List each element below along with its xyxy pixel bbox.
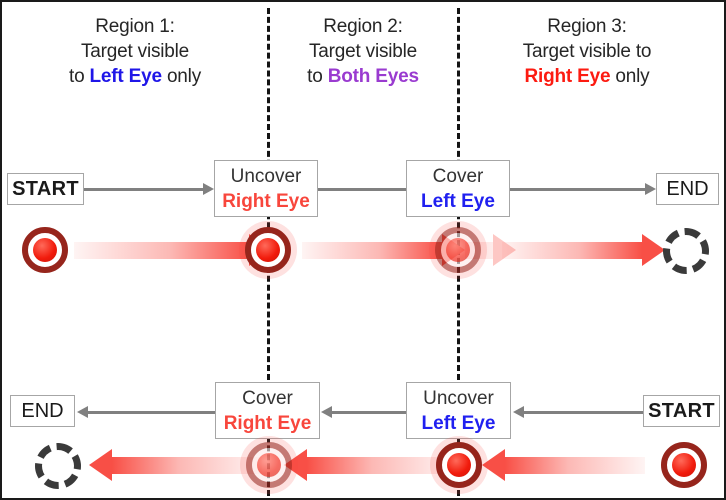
region-1-emphasis: Left Eye <box>89 66 163 87</box>
target-outer-ring <box>435 227 481 273</box>
top-step-1-action: Uncover <box>230 165 302 187</box>
top-end-box[interactable]: END <box>656 173 719 205</box>
bullseye-target-icon <box>240 436 298 494</box>
bottom-step-1-eye: Right Eye <box>223 412 312 434</box>
target-center-dot <box>447 453 471 477</box>
region-3-emphasis: Right Eye <box>524 66 611 87</box>
bottom-step-2-eye: Left Eye <box>421 412 496 434</box>
top-connector-uncover-to-cover <box>317 183 418 195</box>
bullseye-target-icon <box>22 227 68 273</box>
top-start-label: START <box>12 177 79 200</box>
bullseye-target-icon <box>239 221 297 279</box>
arrowhead-left-icon <box>321 406 332 418</box>
bullseye-target-icon <box>430 436 488 494</box>
top-motion-band-region3 <box>502 234 665 266</box>
arrowhead-right-icon <box>203 183 214 195</box>
bottom-step-cover-right-eye[interactable]: Cover Right Eye <box>215 382 320 439</box>
bottom-end-box[interactable]: END <box>10 395 75 427</box>
bottom-step-1-action: Cover <box>242 387 293 409</box>
bottom-connector-uncover-to-cover <box>321 406 407 418</box>
region-1-line2: Target visible <box>80 41 190 62</box>
top-connector-cover-to-end <box>509 183 656 195</box>
dashed-ghost-target-icon <box>663 228 709 274</box>
bottom-connector-start-to-uncover <box>513 406 648 418</box>
region-1-title: Region 1: <box>95 16 175 37</box>
region-3-title: Region 3: <box>547 16 627 37</box>
top-step-cover-left-eye[interactable]: Cover Left Eye <box>406 160 510 217</box>
band-shaft <box>307 457 452 474</box>
region-header-1: Region 1: Target visible to Left Eye onl… <box>20 14 250 89</box>
target-center-dot <box>257 453 281 477</box>
bottom-motion-band-region3 <box>482 449 645 481</box>
bottom-connector-cover-to-end <box>77 406 215 418</box>
top-step-2-action: Cover <box>432 165 484 187</box>
top-step-2-eye: Left Eye <box>421 190 495 212</box>
arrowhead-left-icon <box>77 406 88 418</box>
top-step-uncover-right-eye[interactable]: Uncover Right Eye <box>214 160 318 217</box>
region-2-line3-pre: to <box>307 66 328 87</box>
region-3-line2: Target visible to <box>522 41 652 62</box>
target-center-dot <box>446 238 470 262</box>
top-motion-band-region1 <box>74 234 272 266</box>
band-shaft <box>502 242 642 259</box>
bottom-start-label: START <box>648 399 715 422</box>
band-shaft <box>302 242 442 259</box>
bullseye-target-icon <box>429 221 487 279</box>
band-arrowhead-right-icon <box>642 234 665 266</box>
bottom-motion-band-region1 <box>89 449 262 481</box>
region-header-2: Region 2: Target visible to Both Eyes <box>274 14 452 89</box>
region-2-title: Region 2: <box>323 16 403 37</box>
bottom-step-2-action: Uncover <box>423 387 494 409</box>
top-step-1-eye: Right Eye <box>222 190 310 212</box>
bottom-end-label: END <box>21 399 64 422</box>
region-3-line3: Right Eye only <box>464 64 710 89</box>
target-center-dot <box>33 238 57 262</box>
region-2-emphasis: Both Eyes <box>327 66 419 87</box>
dashed-ghost-target-icon <box>35 443 81 489</box>
region-3-line3-post: only <box>610 66 650 87</box>
bottom-step-uncover-left-eye[interactable]: Uncover Left Eye <box>406 382 511 439</box>
region-2-line2: Target visible <box>308 41 418 62</box>
band-arrowhead-left-icon <box>89 449 112 481</box>
top-motion-band-region2 <box>302 234 465 266</box>
bullseye-target-icon <box>661 442 707 488</box>
region-header-3: Region 3: Target visible to Right Eye on… <box>464 14 710 89</box>
top-end-label: END <box>666 177 709 200</box>
top-connector-start-to-uncover <box>84 183 214 195</box>
target-center-dot <box>256 238 280 262</box>
target-center-dot <box>672 453 696 477</box>
band-shaft <box>112 457 262 474</box>
top-start-box[interactable]: START <box>7 173 84 205</box>
band-arrowhead-left-icon <box>482 449 505 481</box>
band-shaft <box>505 457 645 474</box>
bottom-start-box[interactable]: START <box>643 395 720 427</box>
arrowhead-right-icon <box>645 183 656 195</box>
region-2-line3: to Both Eyes <box>274 64 452 89</box>
region-1-line3-post: only <box>161 66 201 87</box>
arrowhead-left-icon <box>513 406 524 418</box>
region-1-line3-pre: to <box>69 66 90 87</box>
region-1-line3: to Left Eye only <box>20 64 250 89</box>
band-shaft <box>74 242 249 259</box>
